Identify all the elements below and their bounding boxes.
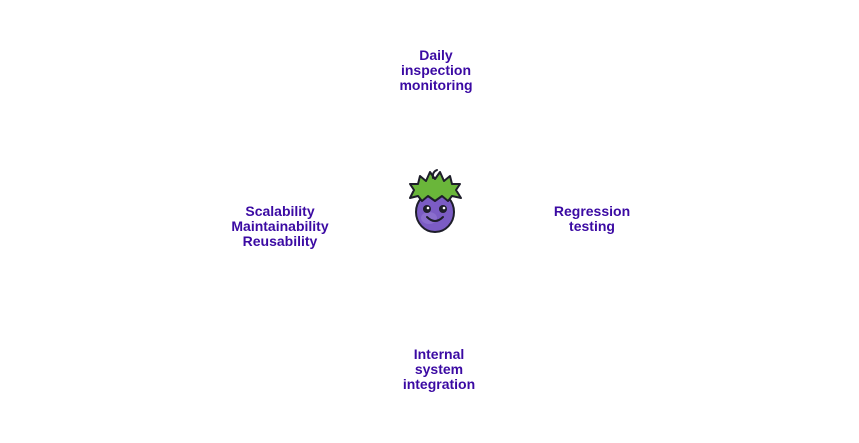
label-right-line-1: Regression [553, 203, 631, 219]
label-left-line-3: Reusability [242, 233, 318, 249]
label-bottom-line-3: integration [402, 376, 476, 392]
label-top-line-2: inspection [400, 62, 472, 78]
label-left-line-2: Maintainability [231, 218, 329, 234]
label-bottom: Internal system integration [403, 347, 475, 392]
label-top: Daily inspection monitoring [399, 48, 472, 93]
label-bottom-line-2: system [414, 361, 464, 377]
eggplant-mascot-icon [404, 168, 466, 236]
label-top-line-3: monitoring [399, 77, 473, 93]
label-bottom-line-1: Internal [413, 346, 465, 362]
label-left-line-1: Scalability [245, 203, 315, 219]
label-top-line-1: Daily [419, 47, 453, 63]
label-left: Scalability Maintainability Reusability [231, 204, 328, 249]
label-right: Regression testing [554, 204, 630, 234]
label-right-line-2: testing [569, 218, 615, 234]
